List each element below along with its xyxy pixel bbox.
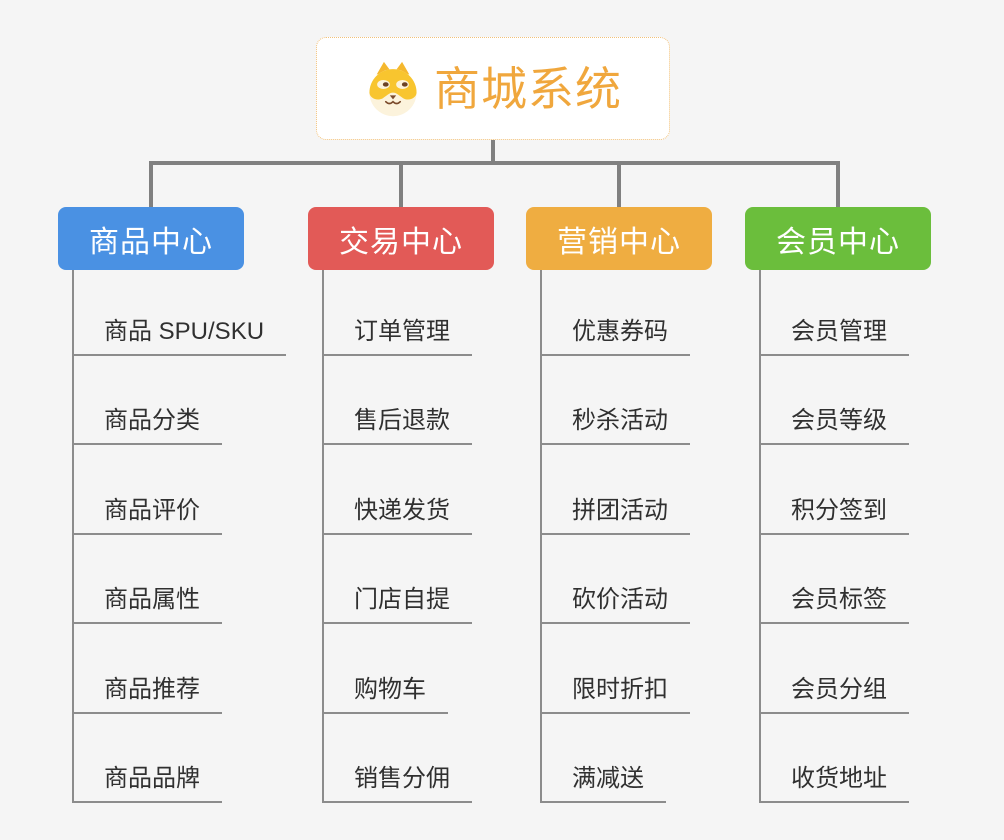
branch-connector-line [399,161,403,207]
leaf-label: 商品 SPU/SKU [104,318,265,346]
leaf-node[interactable]: 商品品牌 [72,761,222,803]
leaf-node[interactable]: 商品属性 [72,582,222,624]
leaf-node[interactable]: 商品 SPU/SKU [72,314,287,356]
leaf-label: 快递发货 [354,497,450,525]
branch-label: 商品中心 [89,225,213,259]
branch-label: 会员中心 [776,225,900,259]
leaf-label: 会员等级 [791,407,887,435]
leaf-label: 会员标签 [791,586,887,614]
leaf-node[interactable]: 门店自提 [322,582,472,624]
leaf-node[interactable]: 商品评价 [72,493,222,535]
branch-connector-line [836,161,840,207]
leaf-label: 商品属性 [104,586,200,614]
branch-node[interactable]: 营销中心 [526,207,712,270]
leaf-label: 积分签到 [791,497,887,525]
leaf-node[interactable]: 砍价活动 [540,582,690,624]
leaf-label: 商品评价 [104,497,200,525]
root-title: 商城系统 [434,62,622,115]
leaf-label: 秒杀活动 [572,407,668,435]
leaf-label: 购物车 [354,676,426,704]
column-spine-line [322,270,324,803]
leaf-node[interactable]: 会员等级 [759,403,909,445]
branch-node[interactable]: 商品中心 [58,207,244,270]
leaf-node[interactable]: 商品分类 [72,403,222,445]
leaf-label: 会员分组 [791,676,887,704]
branch-node[interactable]: 交易中心 [308,207,494,270]
leaf-label: 砍价活动 [572,586,668,614]
leaf-label: 商品推荐 [104,676,200,704]
horizontal-rail-line [149,161,840,165]
leaf-label: 门店自提 [354,586,450,614]
root-connector-line [491,140,495,165]
leaf-label: 优惠券码 [572,318,668,346]
leaf-label: 满减送 [572,765,644,793]
leaf-node[interactable]: 售后退款 [322,403,472,445]
column-spine-line [759,270,761,803]
leaf-label: 订单管理 [354,318,450,346]
leaf-node[interactable]: 秒杀活动 [540,403,690,445]
leaf-node[interactable]: 会员管理 [759,314,909,356]
branch-connector-line [149,161,153,207]
leaf-label: 拼团活动 [572,497,668,525]
dog-face-icon [364,60,422,118]
leaf-label: 限时折扣 [572,676,668,704]
leaf-label: 收货地址 [791,765,887,793]
leaf-node[interactable]: 订单管理 [322,314,472,356]
leaf-node[interactable]: 收货地址 [759,761,909,803]
leaf-node[interactable]: 拼团活动 [540,493,690,535]
leaf-label: 商品品牌 [104,765,200,793]
branch-label: 交易中心 [339,225,463,259]
leaf-label: 售后退款 [354,407,450,435]
leaf-node[interactable]: 积分签到 [759,493,909,535]
leaf-node[interactable]: 商品推荐 [72,672,222,714]
leaf-node[interactable]: 优惠券码 [540,314,690,356]
branch-label: 营销中心 [557,225,681,259]
leaf-label: 销售分佣 [354,765,450,793]
branch-node[interactable]: 会员中心 [745,207,931,270]
leaf-node[interactable]: 快递发货 [322,493,472,535]
leaf-node[interactable]: 购物车 [322,672,448,714]
leaf-node[interactable]: 会员标签 [759,582,909,624]
leaf-node[interactable]: 满减送 [540,761,666,803]
column-spine-line [540,270,542,803]
leaf-node[interactable]: 限时折扣 [540,672,690,714]
column-spine-line [72,270,74,803]
leaf-node[interactable]: 销售分佣 [322,761,472,803]
leaf-node[interactable]: 会员分组 [759,672,909,714]
branch-connector-line [617,161,621,207]
leaf-label: 会员管理 [791,318,887,346]
root-node[interactable]: 商城系统 [316,37,670,140]
leaf-label: 商品分类 [104,407,200,435]
